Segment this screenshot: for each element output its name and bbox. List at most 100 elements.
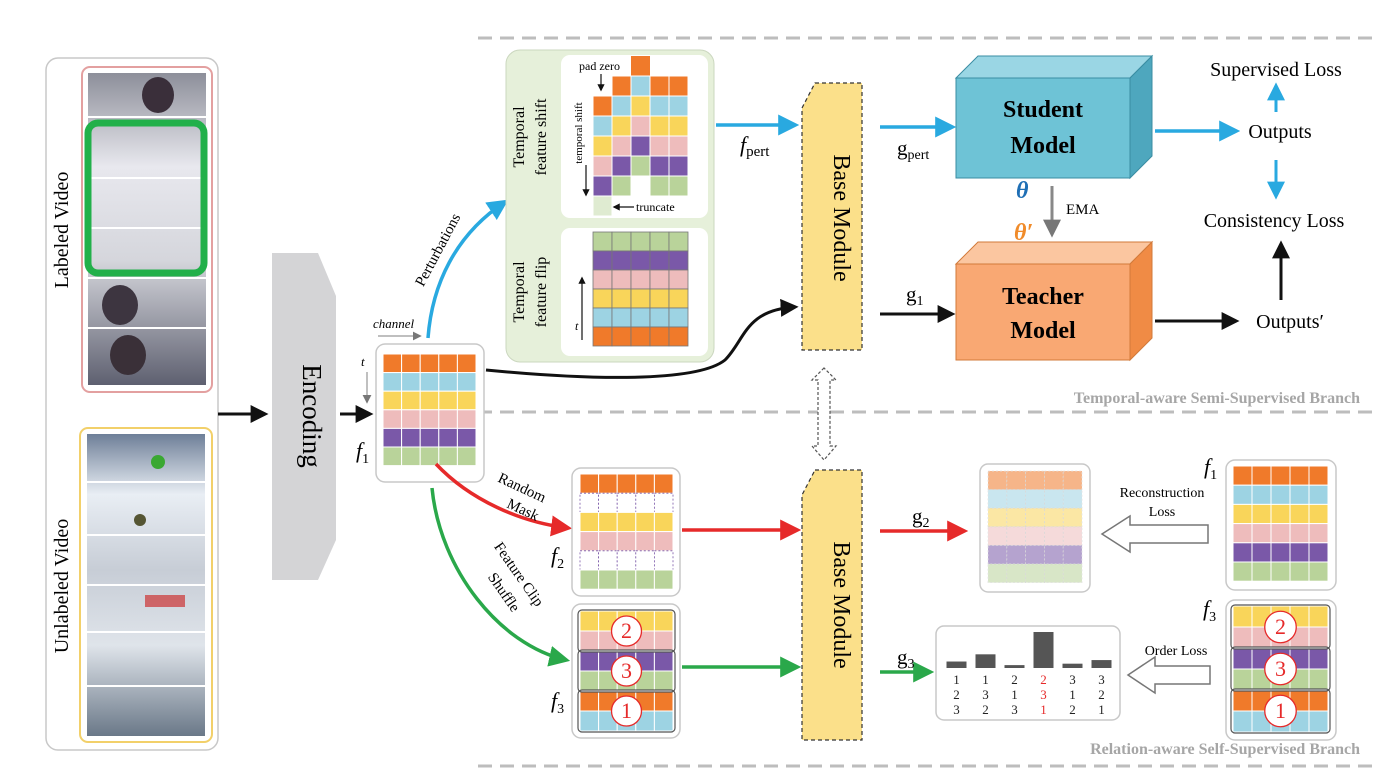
feature-cell (592, 250, 613, 271)
feature-cell (1270, 542, 1291, 563)
clip-number-circle (1264, 610, 1297, 644)
feature-cell (419, 390, 440, 411)
feature-cell (649, 250, 670, 271)
feature-cell (653, 710, 674, 732)
teacher-model (954, 240, 1154, 362)
flip-time-label: t (575, 319, 579, 333)
feature-cell (653, 569, 674, 590)
feature-cell (1232, 484, 1253, 505)
feature-f1-right-grid (1232, 465, 1329, 582)
feature-cell (1251, 503, 1272, 525)
reconstruction-grid (987, 470, 1083, 584)
feature-cell (579, 531, 600, 552)
order-histogram-panel (935, 625, 1121, 721)
shift-cell (649, 115, 670, 137)
theta-prime-label: θ′ (1014, 220, 1033, 246)
shift-cell (668, 95, 689, 117)
feature-cell (1308, 465, 1329, 486)
feature-cell (438, 372, 458, 392)
feature-cell (401, 446, 421, 467)
truncate-label: truncate (636, 200, 675, 214)
feature-cell (653, 690, 674, 712)
feature-cell (630, 269, 651, 290)
feature-cell (1251, 465, 1272, 486)
clip-number: 2 (621, 618, 632, 643)
feature-cell (401, 353, 421, 374)
order-permutation-digit: 1 (982, 672, 989, 687)
feature-cell (1232, 647, 1253, 670)
feature-cell (438, 409, 458, 429)
histogram-bar (975, 654, 996, 668)
feature-cell (1270, 561, 1291, 582)
consistency-loss-label: Consistency Loss (1204, 210, 1345, 232)
feature-cell (635, 511, 655, 533)
feature-cell (382, 390, 403, 411)
feature-cell (579, 473, 600, 494)
shift-cell (649, 135, 670, 157)
outputs-label: Outputs (1248, 121, 1312, 143)
feature-cell (456, 353, 477, 374)
feature-cell (1270, 465, 1291, 486)
feature-cell (438, 427, 458, 448)
feature-cell (987, 563, 1008, 584)
feature-cell (579, 670, 600, 692)
feature-f3-right-grid: 231 (1230, 604, 1331, 734)
shift-cell (649, 95, 670, 117)
feature-cell (1289, 561, 1310, 582)
order-permutation-digit: 1 (1069, 687, 1076, 702)
feature-cell (653, 610, 674, 632)
shift-cell (668, 175, 689, 197)
shift-cell (668, 135, 689, 157)
feature-cell (1251, 561, 1272, 582)
clip-number-circle (610, 695, 643, 727)
order-permutation-digit: 3 (1098, 672, 1105, 687)
feature-cell (579, 569, 600, 590)
feature-cell (1289, 503, 1310, 525)
feature-cell (419, 446, 440, 467)
feature-cell (592, 326, 613, 347)
feature-cell (592, 307, 613, 328)
feature-cell (1270, 503, 1291, 525)
feature-cell (1025, 489, 1045, 509)
feature-cell (419, 353, 440, 374)
feature-cell (401, 427, 421, 448)
feature-cell (456, 372, 477, 392)
f3-right-label: f3 (1203, 596, 1216, 625)
feature-cell (1270, 484, 1291, 505)
feature-cell (653, 473, 674, 494)
shift-cell (668, 155, 689, 177)
feature-cell (1308, 668, 1329, 691)
feature-cell (1251, 523, 1272, 544)
feature-cell (1062, 545, 1083, 565)
feature-cell (635, 473, 655, 494)
feature-cell (1232, 668, 1253, 691)
ema-label: EMA (1066, 202, 1100, 218)
feature-cell (382, 372, 403, 392)
feature-cell (653, 630, 674, 652)
unlabeled-video-frames (79, 427, 213, 743)
feature-cell (579, 650, 600, 672)
feature-cell (1025, 526, 1045, 546)
feature-f1-grid (382, 353, 477, 467)
feature-cell (630, 288, 651, 309)
shift-title-line1: Temporal (511, 106, 528, 168)
feature-cell (1289, 465, 1310, 486)
pad-zero-label: pad zero (579, 59, 620, 73)
flip-title-line1: Temporal (511, 261, 528, 323)
feature-cell (611, 326, 632, 347)
clip-number-circle (1264, 694, 1297, 728)
feature-cell (611, 231, 632, 252)
histogram-bar (946, 661, 967, 668)
shift-cell (649, 75, 670, 97)
feature-cell (1308, 503, 1329, 525)
shared-weights-arrow (810, 367, 838, 461)
feature-cell (616, 550, 637, 571)
labeled-video-label: Labeled Video (51, 172, 73, 289)
arrow-f1-to-base-top (485, 298, 799, 379)
feature-cell (579, 492, 600, 513)
histogram-bar (1004, 665, 1025, 668)
shift-cell (611, 135, 632, 157)
reconstruction-loss-label-1: Reconstruction (1120, 486, 1205, 501)
feature-cell (1025, 545, 1045, 565)
